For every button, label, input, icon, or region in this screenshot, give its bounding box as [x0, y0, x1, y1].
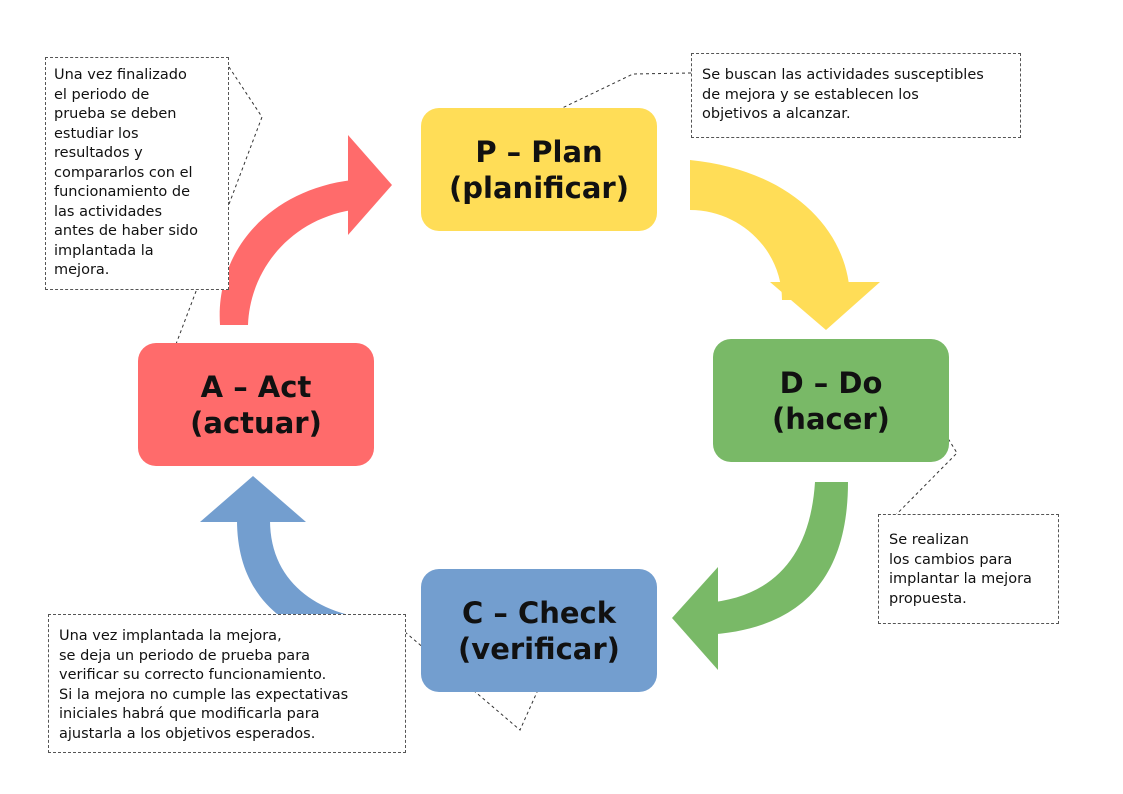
arrow-act-to-plan — [219, 135, 392, 325]
arrow-act-to-plan-head — [348, 135, 392, 235]
stage-plan-subtitle: (planificar) — [449, 170, 629, 205]
stage-check-subtitle: (verificar) — [458, 631, 620, 666]
arrow-plan-to-do — [690, 160, 880, 330]
arrow-act-to-plan-body — [219, 180, 352, 325]
note-act: Una vez finalizado el periodo de prueba … — [45, 57, 229, 290]
note-plan: Se buscan las actividades susceptibles d… — [691, 53, 1021, 138]
stage-do-box: D – Do (hacer) — [713, 339, 949, 462]
arrow-do-to-check-body — [705, 482, 848, 635]
arrow-do-to-check-head — [672, 567, 718, 670]
stage-check-box: C – Check (verificar) — [421, 569, 657, 692]
connector-act-note — [169, 66, 263, 361]
stage-act-subtitle: (actuar) — [190, 405, 322, 440]
stage-act-title: A – Act — [200, 369, 312, 404]
stage-plan-box: P – Plan (planificar) — [421, 108, 657, 231]
arrow-do-to-check — [672, 482, 848, 670]
connector-do-note — [877, 392, 958, 534]
note-check: Una vez implantada la mejora, se deja un… — [48, 614, 406, 753]
stage-check-title: C – Check — [461, 595, 617, 630]
arrow-plan-to-do-head — [770, 282, 880, 330]
arrow-plan-to-do-body — [690, 160, 850, 300]
arrow-check-to-act-head — [200, 476, 306, 522]
connector-plan-note — [532, 72, 692, 123]
stage-act-box: A – Act (actuar) — [138, 343, 374, 466]
stage-plan-title: P – Plan — [475, 134, 603, 169]
stage-do-title: D – Do — [779, 365, 883, 400]
note-do: Se realizan los cambios para implantar l… — [878, 514, 1059, 624]
stage-do-subtitle: (hacer) — [772, 401, 890, 436]
